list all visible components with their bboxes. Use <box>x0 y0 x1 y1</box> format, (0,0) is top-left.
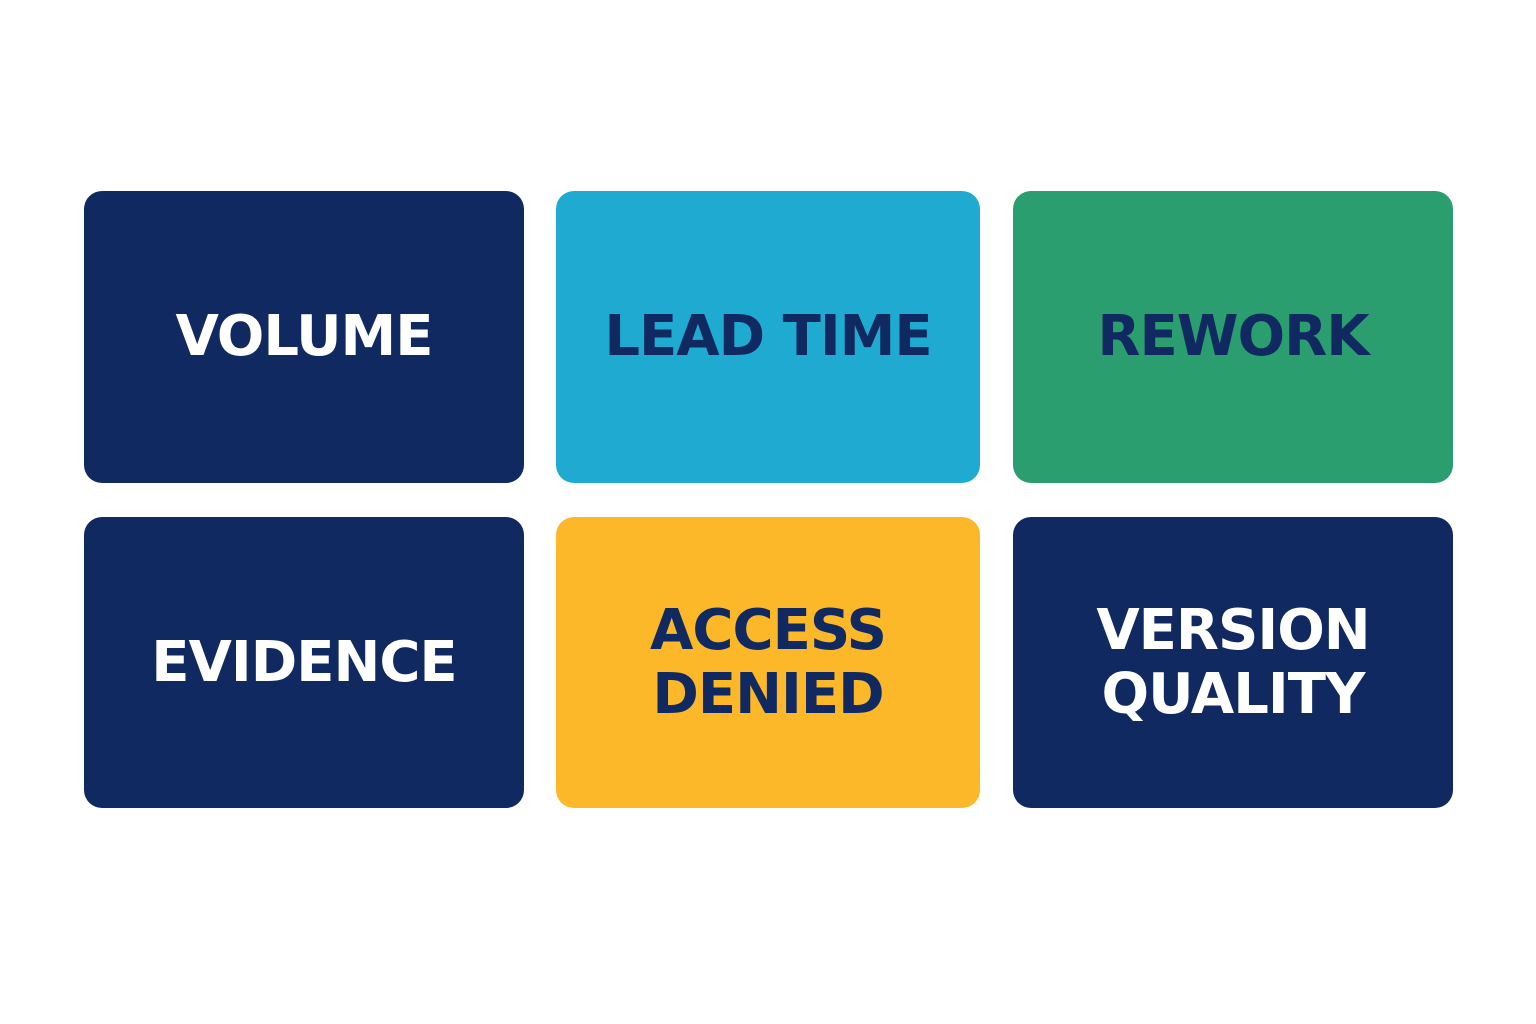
tile-volume: VOLUME <box>84 191 524 483</box>
tile-lead-time-label: LEAD TIME <box>604 304 932 369</box>
tile-rework: REWORK <box>1013 191 1453 483</box>
tile-version-quality-label: VERSION QUALITY <box>1096 597 1370 727</box>
tile-access-denied: ACCESS DENIED <box>556 517 980 808</box>
tile-lead-time: LEAD TIME <box>556 191 980 483</box>
tile-version-quality: VERSION QUALITY <box>1013 517 1453 808</box>
tile-access-denied-label: ACCESS DENIED <box>650 597 887 727</box>
tile-volume-label: VOLUME <box>175 304 433 369</box>
tile-evidence-label: EVIDENCE <box>151 629 457 695</box>
tile-evidence: EVIDENCE <box>84 517 524 808</box>
tile-rework-label: REWORK <box>1097 304 1369 369</box>
